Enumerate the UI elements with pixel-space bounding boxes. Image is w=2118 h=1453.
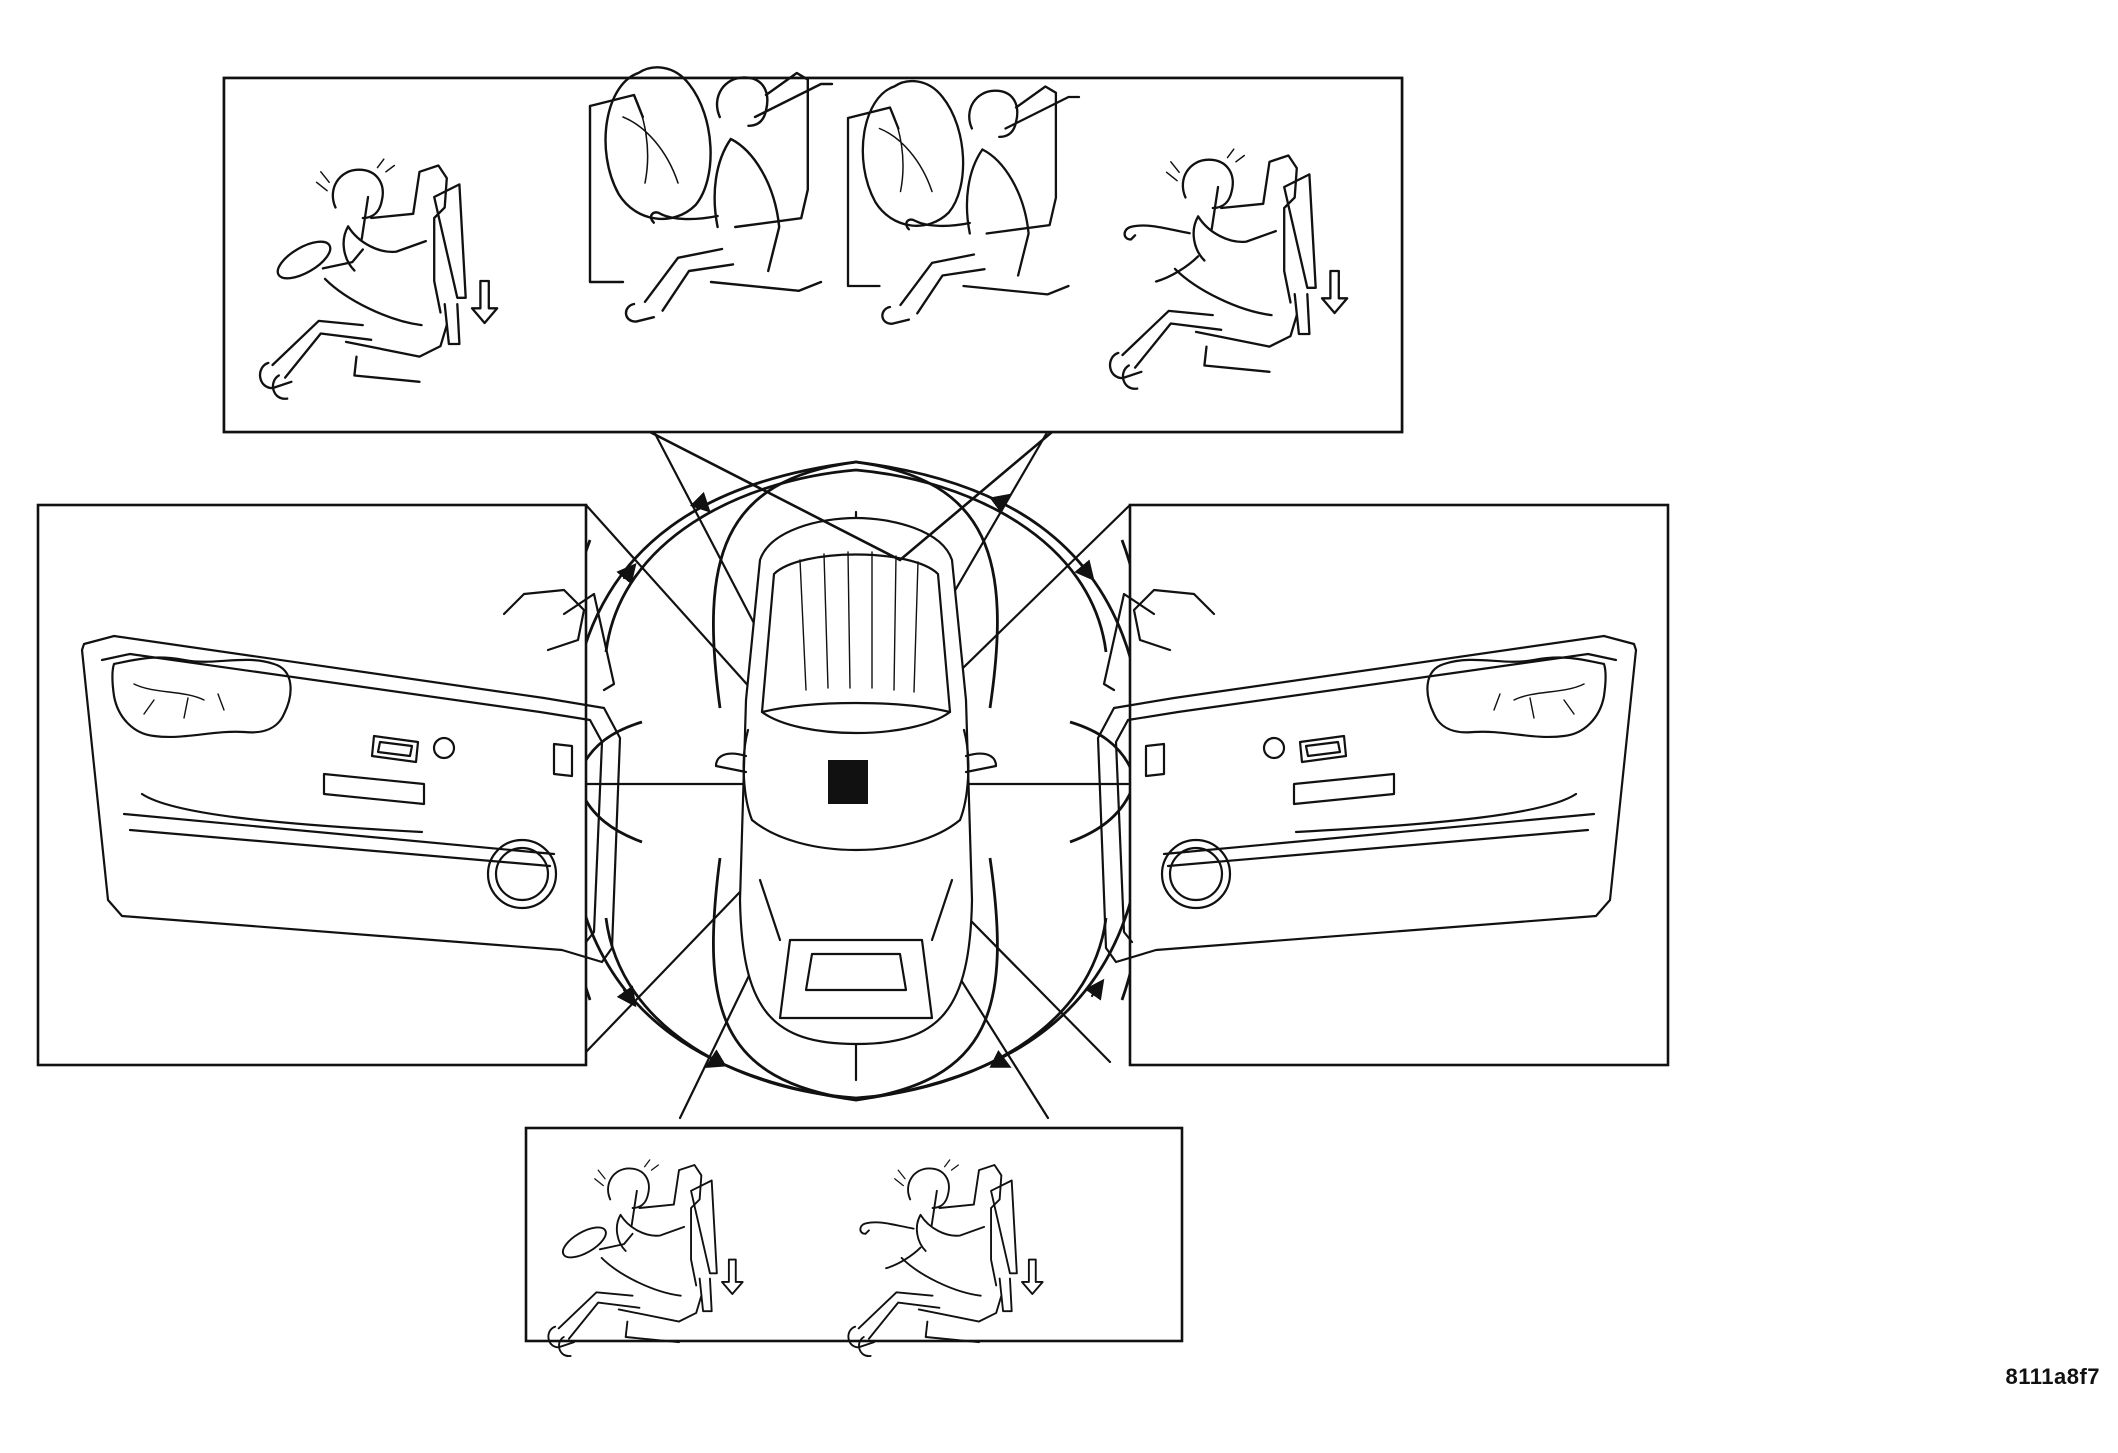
rear-impact-panel xyxy=(524,1126,1184,1357)
left-side-impact-panel xyxy=(36,503,622,1067)
figure-code: 8111a8f7 xyxy=(2005,1364,2100,1389)
vehicle-top-view xyxy=(714,516,998,1046)
right-side-impact-panel xyxy=(1096,503,1670,1067)
front-impact-panel xyxy=(222,66,1404,562)
